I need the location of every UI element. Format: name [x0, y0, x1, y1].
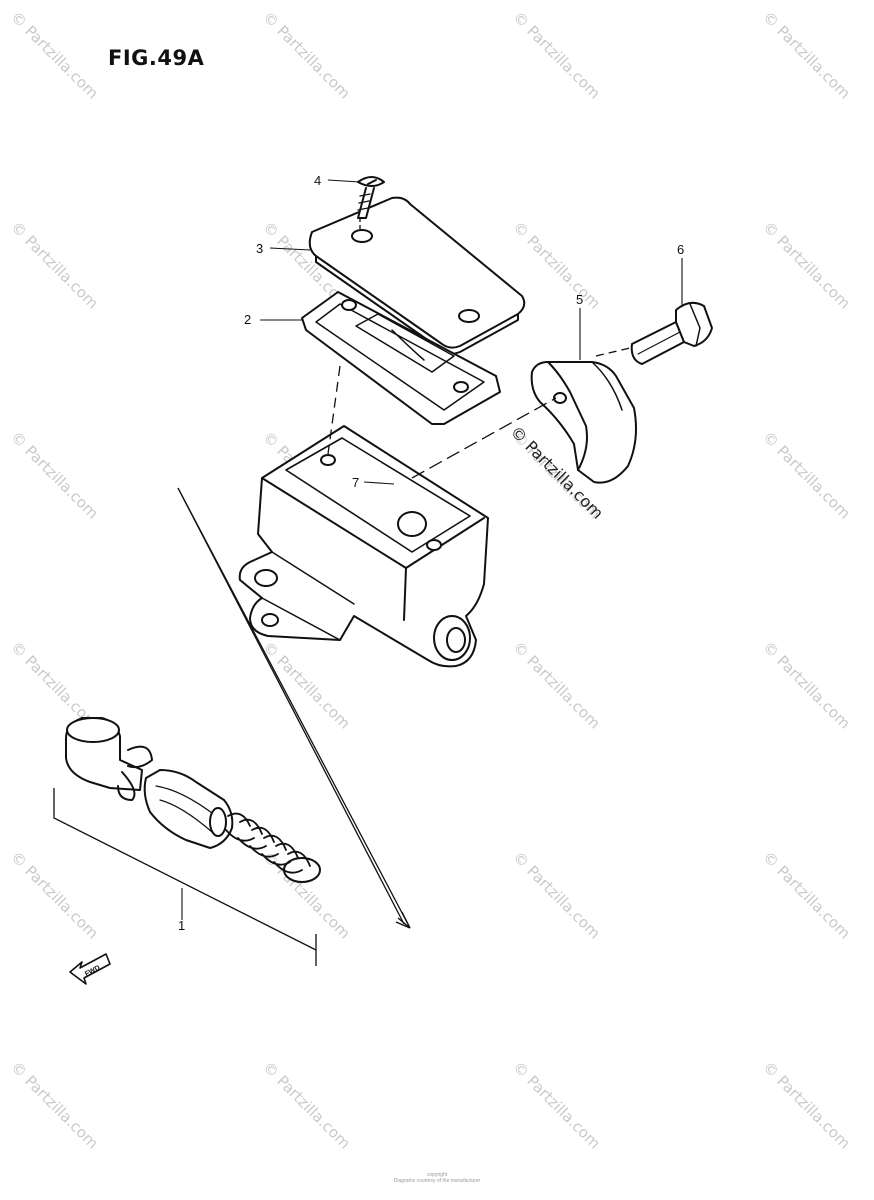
footer-credits: copyright Diagrams courtesy of the manuf…: [0, 1172, 874, 1184]
callout-6: 6: [677, 242, 684, 257]
part-1-piston-kit[interactable]: [65, 717, 321, 883]
footer-line-2: Diagrams courtesy of the manufacturer: [393, 1178, 481, 1184]
arrow-fwd-icon: FWD: [69, 953, 111, 985]
leader-lines: [181, 179, 683, 920]
assembly-lines: [53, 218, 631, 966]
figure-title: FIG.49A: [108, 46, 205, 70]
footer-line-1: copyright: [426, 1172, 448, 1178]
part-4-screw[interactable]: [357, 176, 385, 219]
part-5-clamp-bracket[interactable]: [530, 361, 637, 484]
callout-4: 4: [314, 173, 321, 188]
master-cylinder-body: [238, 425, 489, 668]
callout-3: 3: [256, 241, 263, 256]
callout-2: 2: [244, 312, 251, 327]
callout-5: 5: [576, 292, 583, 307]
part-6-bolt[interactable]: [630, 301, 713, 365]
callout-1: 1: [178, 918, 185, 933]
callout-7: 7: [352, 475, 359, 490]
part-2-diaphragm[interactable]: [301, 291, 501, 425]
